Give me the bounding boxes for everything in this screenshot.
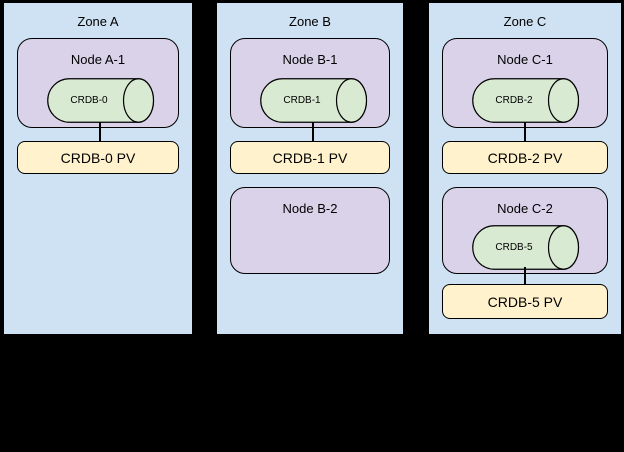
crdb-pod: CRDB-0: [47, 78, 155, 123]
pv-crdb-0: CRDB-0 PV: [17, 141, 179, 174]
node-label: Node B-1: [282, 52, 338, 67]
node-b-1: Node B-1 CRDB-1: [230, 38, 390, 128]
database-cylinder-icon: [472, 225, 580, 270]
pv-crdb-1: CRDB-1 PV: [230, 141, 390, 174]
zone-label: Zone A: [77, 14, 119, 29]
node-c-1: Node C-1 CRDB-2: [442, 38, 608, 128]
pv-label: CRDB-0 PV: [60, 149, 136, 166]
connector-line: [524, 267, 526, 285]
node-label: Node A-1: [70, 52, 126, 67]
zone-c: Zone C Node C-1 CRDB-2 CRDB-2 PV Node C-…: [428, 2, 622, 335]
crdb-pod-label: CRDB-5: [495, 242, 533, 253]
node-c-2: Node C-2 CRDB-5: [442, 187, 608, 274]
database-cylinder-icon: [47, 78, 155, 123]
database-cylinder-icon: [260, 78, 368, 123]
pv-crdb-2: CRDB-2 PV: [442, 141, 608, 174]
zone-label: Zone B: [289, 14, 331, 29]
node-label: Node C-2: [497, 201, 553, 216]
pv-label: CRDB-1 PV: [272, 149, 348, 166]
zone-b: Zone B Node B-1 CRDB-1 CRDB-1 PV Node B-…: [216, 2, 404, 335]
database-cylinder-icon: [472, 78, 580, 123]
node-label: Node B-2: [282, 201, 338, 216]
crdb-pod: CRDB-2: [472, 78, 580, 123]
connector-line: [524, 122, 526, 142]
node-a-1: Node A-1 CRDB-0: [17, 38, 179, 128]
pv-label: CRDB-5 PV: [487, 293, 563, 310]
zone-a: Zone A Node A-1 CRDB-0 CRDB-0 PV: [3, 2, 193, 335]
node-b-2: Node B-2: [230, 187, 390, 274]
zone-label: Zone C: [503, 14, 547, 29]
crdb-pod-label: CRDB-0: [70, 95, 108, 106]
node-label: Node C-1: [497, 52, 553, 67]
crdb-pod: CRDB-1: [260, 78, 368, 123]
crdb-pod-label: CRDB-1: [283, 95, 321, 106]
crdb-pod: CRDB-5: [472, 225, 580, 270]
connector-line: [99, 122, 101, 142]
pv-crdb-5: CRDB-5 PV: [442, 284, 608, 319]
pv-label: CRDB-2 PV: [487, 149, 563, 166]
crdb-pod-label: CRDB-2: [495, 95, 533, 106]
connector-line: [312, 122, 314, 142]
